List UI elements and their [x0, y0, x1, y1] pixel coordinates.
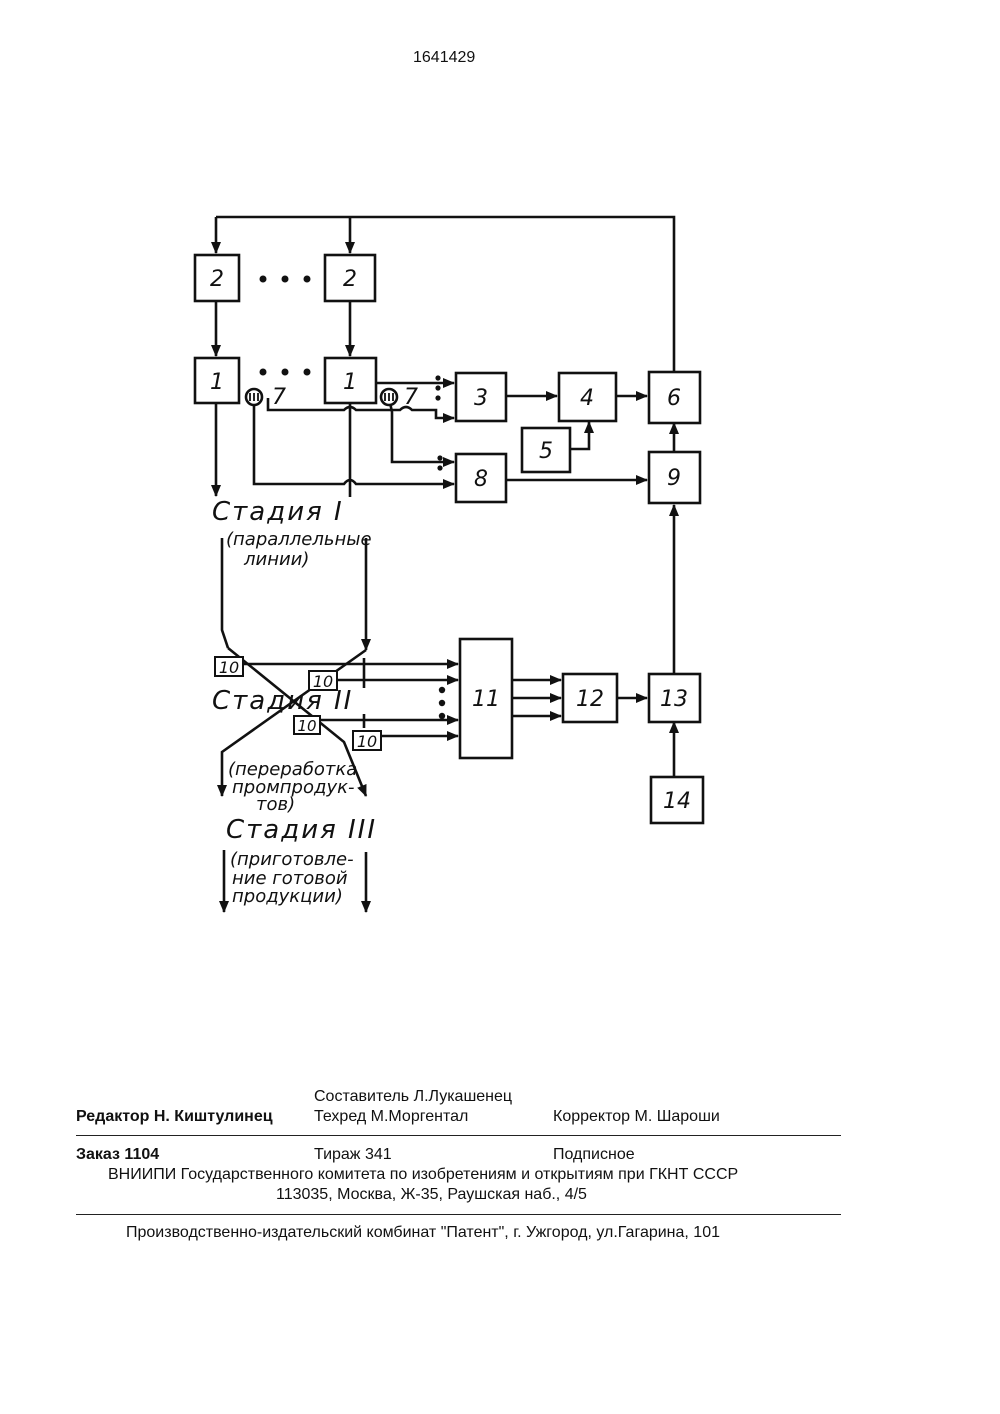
- sensor-7-left: 7: [246, 385, 286, 410]
- techred-credit: Техред М.Моргентал: [314, 1108, 468, 1126]
- compiler-credit: Составитель Л.Лукашенец: [314, 1088, 512, 1106]
- block-5-label: 5: [539, 439, 553, 464]
- divider-bottom: [76, 1214, 841, 1215]
- block-1-left-label: 1: [210, 370, 224, 395]
- block-14-label: 14: [663, 789, 691, 814]
- circulation: Тираж 341: [314, 1146, 392, 1164]
- block-3: 3: [456, 373, 506, 421]
- editor-credit: Редактор Н. Киштулинец: [76, 1108, 273, 1126]
- sensor-10-a-label: 10: [219, 658, 239, 677]
- block-14: 14: [651, 777, 703, 823]
- sensor-10-a: 10: [215, 657, 243, 677]
- sensor-7-right: 7: [381, 385, 418, 410]
- block-6-label: 6: [667, 386, 681, 411]
- ellipsis-dots-top: [260, 276, 311, 283]
- corrector-credit: Корректор М. Шароши: [553, 1108, 720, 1126]
- block-13-label: 13: [660, 687, 688, 712]
- vniipi-line: ВНИИПИ Государственного комитета по изоб…: [108, 1166, 738, 1184]
- stage-1-title: Стадия I: [212, 497, 344, 527]
- sensor-7-left-label: 7: [272, 385, 286, 410]
- ellipsis-dots-middle: [260, 369, 311, 376]
- block-2-left-label: 2: [210, 267, 224, 292]
- ellipsis-dots-block11: [439, 687, 445, 719]
- block-11-label: 11: [472, 687, 500, 712]
- block-8-label: 8: [474, 467, 488, 492]
- block-11: 11: [460, 639, 512, 758]
- sensor-10-c-label: 10: [297, 717, 316, 735]
- stage-2-desc-line3: тов): [256, 794, 295, 815]
- block-1-right: 1: [325, 358, 376, 403]
- block-13: 13: [649, 674, 700, 722]
- block-1-right-label: 1: [343, 370, 357, 395]
- stage-2-title: Стадия II: [212, 686, 353, 716]
- block-8: 8: [456, 454, 506, 502]
- process-control-block-diagram: 2 2 1 1 3 4 5 6 8 9 11 12: [0, 0, 1000, 1000]
- stage-1-desc-line1: (параллельные: [226, 529, 372, 550]
- block-2-left: 2: [195, 255, 239, 301]
- block-6: 6: [649, 372, 700, 423]
- stage-1-desc-line2: линии): [243, 549, 309, 570]
- block-2-right: 2: [325, 255, 375, 301]
- order-number: Заказ 1104: [76, 1146, 159, 1164]
- block-4-label: 4: [580, 386, 594, 411]
- stage-3-desc-line3: продукции): [232, 886, 343, 907]
- block-12-label: 12: [576, 687, 604, 712]
- sensor-10-d: 10: [353, 731, 381, 751]
- stage-3-desc-line1: (приготовле-: [230, 849, 354, 870]
- block-5: 5: [522, 428, 570, 472]
- publisher-line: Производственно-издательский комбинат "П…: [126, 1224, 720, 1242]
- block-9-label: 9: [667, 466, 681, 491]
- sensor-10-d-label: 10: [357, 732, 377, 751]
- block-1-left: 1: [195, 358, 239, 403]
- block-4: 4: [559, 373, 616, 421]
- input-dots-block3: [435, 375, 440, 400]
- sensor-7-right-label: 7: [404, 385, 418, 410]
- block-3-label: 3: [474, 386, 488, 411]
- divider-top: [76, 1135, 841, 1136]
- address-line: 113035, Москва, Ж-35, Раушская наб., 4/5: [276, 1186, 587, 1204]
- block-9: 9: [649, 452, 700, 503]
- stage-3-title: Стадия III: [226, 815, 377, 845]
- sensor-10-c: 10: [294, 716, 320, 735]
- subscription: Подписное: [553, 1146, 635, 1164]
- block-2-right-label: 2: [343, 267, 357, 292]
- block-12: 12: [563, 674, 617, 722]
